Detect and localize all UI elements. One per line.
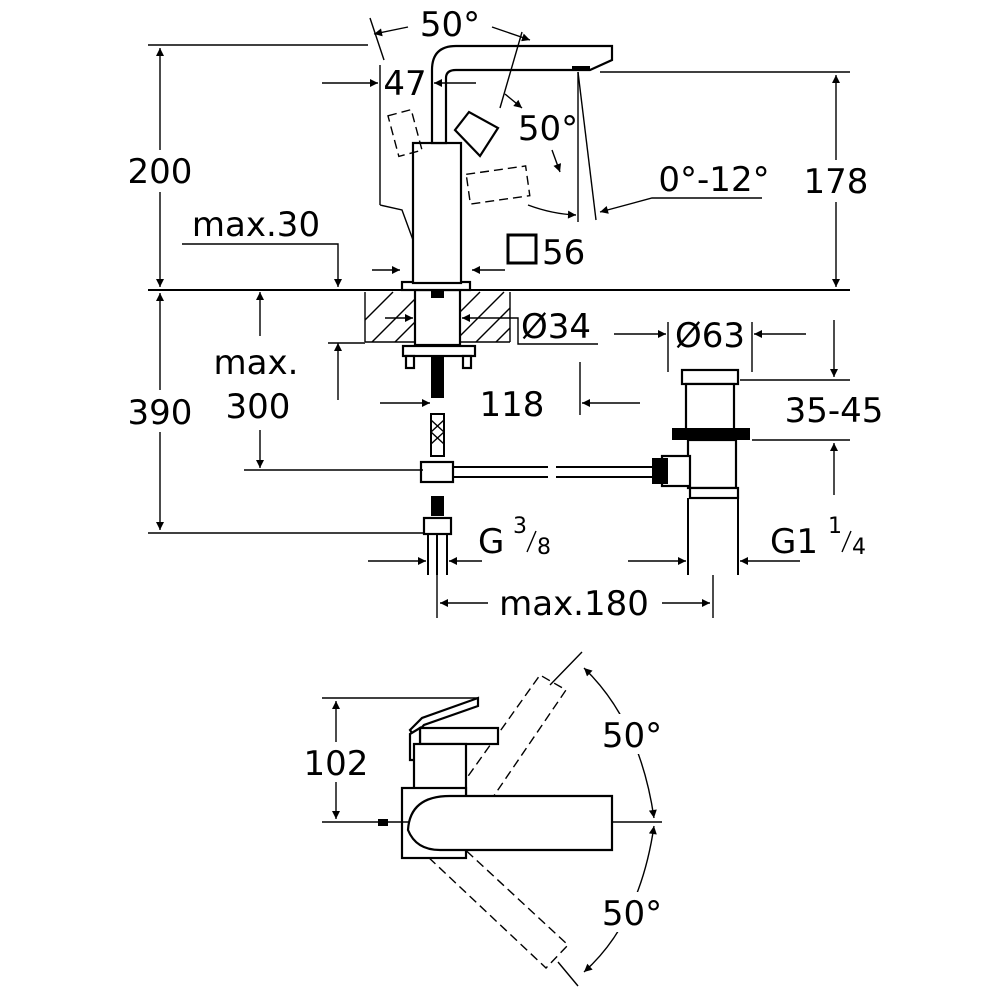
dim-below-deck-total: 390 (120, 293, 425, 534)
dim-waste-range: 35-45 (740, 320, 883, 495)
dim-total-height: 200 (120, 44, 368, 287)
dim-depth: 102 (298, 697, 478, 823)
angle-rotate-up-label: 50° (602, 716, 662, 756)
faucet-front-view (379, 44, 614, 370)
dim-below-deck-total-label: 390 (128, 393, 193, 433)
angle-lever-tilt: 50° (504, 93, 578, 173)
angle-spout-swivel-label: 50° (420, 5, 480, 45)
dim-below-deck: max. 300 (214, 292, 423, 471)
thread-waste-main: G1 (770, 522, 818, 562)
dim-waste-diameter: Ø63 (614, 316, 806, 372)
dim-pipe-offset-label: 118 (480, 385, 545, 425)
pop-up-rod (419, 460, 652, 484)
angle-spout-tilt-label: 0°-12° (658, 160, 769, 200)
dim-deck-thickness: max.30 (182, 205, 365, 400)
thread-inlet-den: 8 (537, 535, 551, 560)
dim-body-square-label: 56 (542, 233, 585, 273)
thread-waste-den: 4 (852, 535, 866, 560)
angle-rotate-up: 50° (549, 651, 668, 819)
thread-waste: G1 1 4 (628, 514, 866, 565)
angle-spout-tilt: 0°-12° (527, 160, 770, 219)
dim-total-height-label: 200 (128, 152, 193, 192)
thread-waste-num: 1 (828, 514, 842, 539)
dim-deck-thickness-label: max.30 (192, 205, 320, 245)
dim-waste-range-label: 35-45 (785, 391, 884, 431)
dim-pipe-offset: 118 (380, 362, 640, 425)
thread-inlet: G 3 8 (368, 514, 551, 565)
dim-hole-diameter: Ø34 (385, 307, 598, 347)
waste-valve (652, 368, 750, 575)
dim-waste-diameter-label: Ø63 (675, 316, 745, 356)
dim-depth-label: 102 (304, 744, 369, 784)
dim-max-spacing-label: max.180 (499, 584, 649, 624)
thread-inlet-main: G (478, 522, 504, 562)
dim-lever-offset-label: 47 (383, 64, 426, 104)
angle-spout-swivel: 50° (369, 5, 531, 109)
deck-hatching (364, 291, 511, 343)
dim-max-spacing: max.180 (436, 575, 714, 624)
angle-lever-tilt-label: 50° (518, 109, 578, 149)
dim-hole-diameter-label: Ø34 (521, 307, 591, 347)
faucet-top-view (378, 674, 614, 969)
dim-body-square: 56 (506, 233, 585, 273)
dim-below-deck-line1: max. (214, 343, 299, 383)
thread-inlet-num: 3 (513, 514, 527, 539)
dim-lever-offset: 47 (322, 64, 476, 104)
angle-rotate-down: 50° (557, 821, 668, 987)
dim-below-deck-line2: 300 (226, 387, 291, 427)
dim-spout-height-label: 178 (804, 162, 869, 202)
flex-hose (422, 356, 453, 575)
angle-rotate-down-label: 50° (602, 894, 662, 934)
dim-spout-height: 178 (600, 71, 876, 287)
